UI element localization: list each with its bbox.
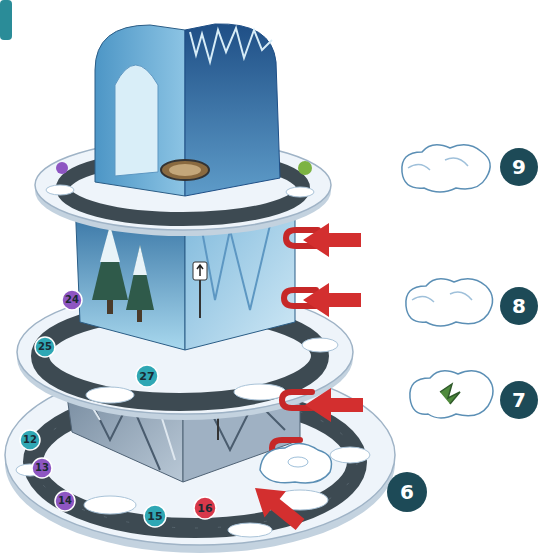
board-space: 27 bbox=[135, 364, 159, 388]
red-arrow bbox=[244, 223, 363, 538]
snow-piece bbox=[412, 292, 472, 302]
board-space-fill bbox=[136, 365, 158, 387]
bottom-tier bbox=[228, 523, 272, 537]
space-number: 25 bbox=[38, 342, 52, 352]
space-number: 12 bbox=[23, 435, 37, 445]
pine-trees bbox=[133, 245, 147, 275]
board-space-fill bbox=[144, 505, 166, 527]
board-space-fill bbox=[32, 458, 52, 478]
snow-piece bbox=[260, 443, 332, 482]
callout-number: 7 bbox=[512, 390, 526, 410]
board-space-fill bbox=[20, 430, 40, 450]
pine-trees bbox=[92, 225, 154, 322]
red-clip bbox=[272, 230, 318, 456]
top-tier bbox=[46, 185, 74, 195]
snow-piece bbox=[402, 145, 493, 418]
ice-arch bbox=[169, 164, 201, 176]
ice-arch bbox=[95, 24, 280, 196]
board-space-fill bbox=[62, 290, 82, 310]
board-space: 16 bbox=[193, 496, 217, 520]
corner-tab bbox=[0, 0, 12, 40]
board-space: 12 bbox=[19, 429, 41, 451]
red-arrow bbox=[303, 283, 361, 317]
callout-circle: 6 bbox=[386, 471, 428, 513]
board-space-fill bbox=[55, 491, 75, 511]
top-tier bbox=[286, 187, 314, 197]
pine-trees bbox=[92, 225, 128, 300]
board-space-fill bbox=[194, 497, 216, 519]
middle-tier bbox=[86, 387, 134, 403]
space-number: 16 bbox=[197, 503, 212, 514]
sign-post bbox=[193, 262, 207, 280]
callout-circle: 7 bbox=[499, 380, 539, 420]
red-arrow bbox=[303, 223, 361, 257]
space-number: 24 bbox=[65, 295, 79, 305]
board-space: 24 bbox=[61, 289, 83, 311]
board-space: 13 bbox=[31, 457, 53, 479]
board-space: 14 bbox=[54, 490, 76, 512]
callout-circle-fill bbox=[500, 148, 538, 186]
sign-post bbox=[197, 265, 203, 276]
callout-number: 6 bbox=[400, 482, 414, 502]
callout-circle-fill bbox=[500, 381, 538, 419]
pine-trees bbox=[107, 300, 113, 314]
top-tier bbox=[298, 161, 312, 175]
callout-circle-fill bbox=[500, 287, 538, 325]
snow-piece bbox=[406, 279, 493, 326]
board-space: 15 bbox=[143, 504, 167, 528]
callout-circle: 9 bbox=[499, 147, 539, 187]
snow-piece bbox=[402, 145, 490, 192]
middle-tier bbox=[234, 384, 286, 400]
snow-piece bbox=[260, 443, 332, 482]
middle-tier bbox=[302, 338, 338, 352]
bottom-tier bbox=[330, 447, 370, 463]
sign-post bbox=[199, 280, 201, 318]
snow-piece bbox=[410, 371, 493, 418]
ice-arch bbox=[161, 160, 209, 180]
space-number: 15 bbox=[147, 511, 162, 522]
board-space-fill bbox=[35, 337, 55, 357]
callout-circle: 8 bbox=[499, 286, 539, 326]
pine-trees bbox=[126, 245, 154, 310]
callout-number: 8 bbox=[512, 296, 526, 316]
callout-number: 9 bbox=[512, 157, 526, 177]
snow-piece bbox=[440, 384, 460, 404]
ice-arch bbox=[115, 65, 158, 176]
snow-piece bbox=[288, 457, 308, 467]
bottom-tier bbox=[84, 496, 136, 514]
space-number: 14 bbox=[58, 496, 72, 506]
red-arrow bbox=[305, 388, 363, 422]
top-tier bbox=[56, 162, 68, 174]
callout-circle-fill bbox=[387, 472, 427, 512]
pine-trees bbox=[137, 310, 142, 322]
sign-post bbox=[193, 262, 207, 318]
snow-piece bbox=[408, 158, 468, 170]
red-arrow bbox=[244, 475, 310, 538]
ice-arch bbox=[190, 28, 272, 62]
space-number: 27 bbox=[139, 371, 154, 382]
board-space: 25 bbox=[34, 336, 56, 358]
space-number: 13 bbox=[35, 463, 49, 473]
